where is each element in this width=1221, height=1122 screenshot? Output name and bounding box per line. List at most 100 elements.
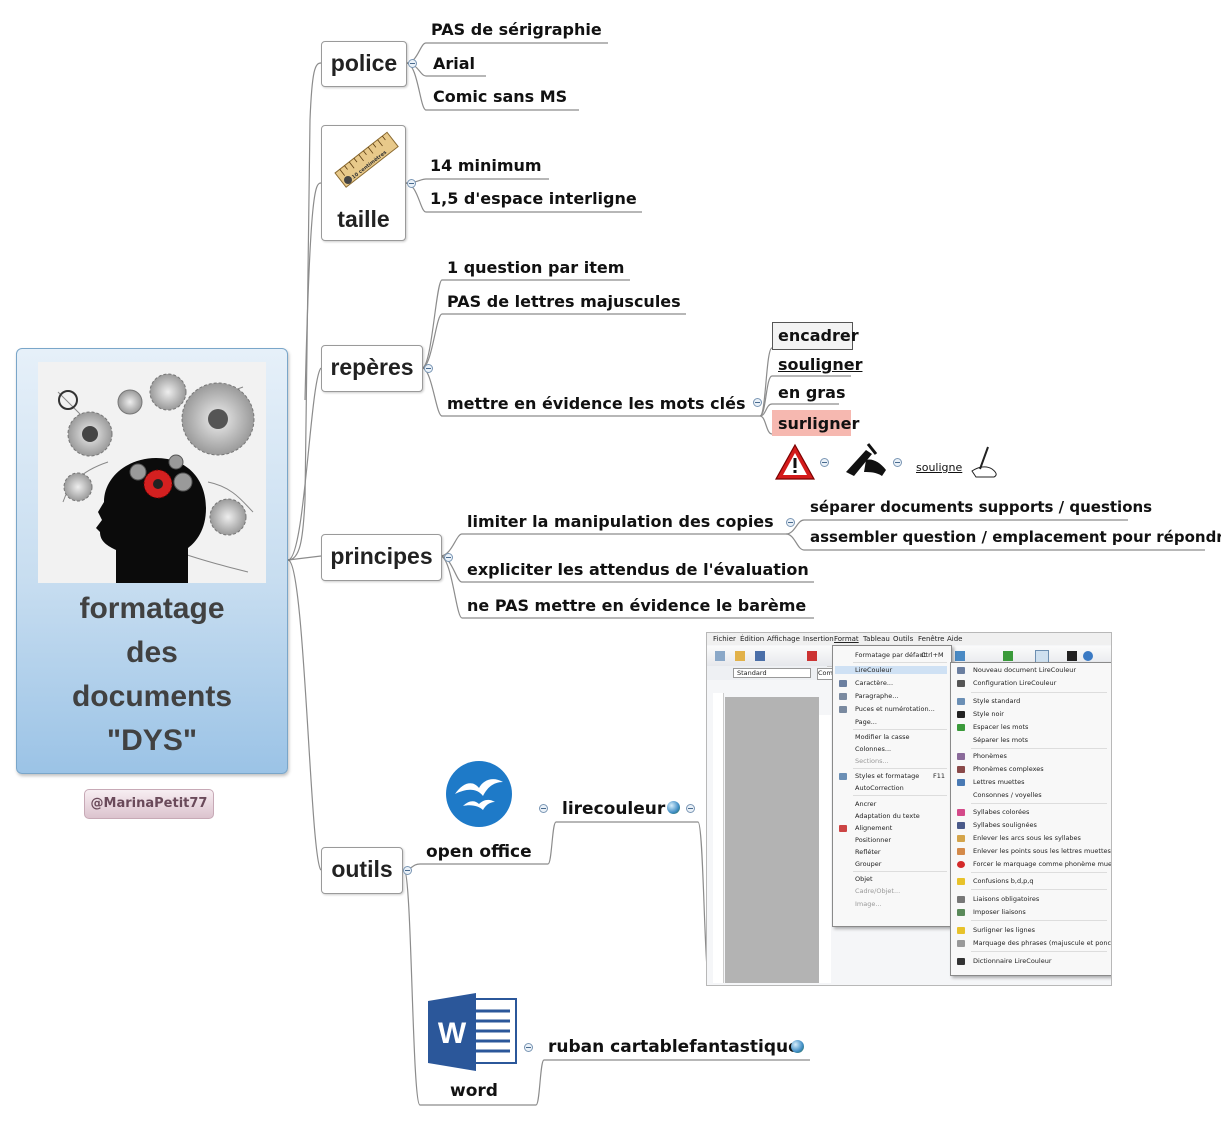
leaf-item[interactable]: limiter la manipulation des copies [467,512,774,531]
toolbar-icon[interactable] [955,651,965,661]
leaf-item-surligner[interactable]: surligner [778,414,860,433]
menu-item[interactable]: Enlever les arcs sous les syllabes [973,834,1081,842]
menu-item[interactable]: Style standard [973,697,1021,705]
menu-item[interactable]: AutoCorrection [855,784,904,792]
menu-item[interactable]: Positionner [855,836,892,844]
collapse-toggle[interactable] [786,518,795,527]
save-icon[interactable] [755,651,765,661]
menu-item[interactable]: Caractère... [855,679,894,687]
collapse-toggle[interactable] [424,364,433,373]
leaf-item-souligner[interactable]: souligner [778,355,863,374]
leaf-item[interactable]: expliciter les attendus de l'évaluation [467,560,809,579]
collapse-toggle[interactable] [753,398,762,407]
globe-link-icon[interactable] [667,801,680,814]
collapse-toggle[interactable] [407,179,416,188]
pdf-icon[interactable] [807,651,817,661]
menu-edition[interactable]: Édition [740,635,765,643]
leaf-item[interactable]: PAS de sérigraphie [431,20,602,39]
new-doc-icon[interactable] [715,651,725,661]
menu-item[interactable]: Consonnes / voyelles [973,791,1042,799]
menu-item[interactable]: Surligner les lignes [973,926,1036,934]
branch-outils[interactable]: outils [321,847,403,894]
collapse-toggle[interactable] [893,458,902,467]
menu-item[interactable]: Enlever les points sous les lettres muet… [973,847,1111,855]
menu-item[interactable]: Image... [855,900,882,908]
collapse-toggle[interactable] [444,553,453,562]
binoculars-icon[interactable] [1067,651,1077,661]
menu-item[interactable]: Syllabes colorées [973,808,1030,816]
menu-item[interactable]: Modifier la casse [855,733,910,741]
menu-item[interactable]: Dictionnaire LireCouleur [973,957,1052,965]
menu-insertion[interactable]: Insertion [803,635,834,643]
menu-item[interactable]: Liaisons obligatoires [973,895,1040,903]
menu-item[interactable]: Nouveau document LireCouleur [973,666,1077,674]
menu-item[interactable]: Phonèmes [973,752,1007,760]
branch-reperes[interactable]: repères [321,345,423,392]
menu-aide[interactable]: Aide [947,635,963,643]
collapse-toggle[interactable] [408,59,417,68]
open-icon[interactable] [735,651,745,661]
leaf-item[interactable]: assembler question / emplacement pour ré… [810,528,1221,546]
branch-taille[interactable]: 10 centimètres taille [321,125,406,241]
menu-tableau[interactable]: Tableau [863,635,890,643]
branch-principes[interactable]: principes [321,534,442,581]
menu-item[interactable]: Sections... [855,757,889,765]
menu-fenetre[interactable]: Fenêtre [918,635,945,643]
leaf-item[interactable]: mettre en évidence les mots clés [447,394,746,413]
tool-link[interactable]: ruban cartablefantastique [548,1037,800,1057]
menu-item[interactable]: Alignement [855,824,893,832]
collapse-toggle[interactable] [539,804,548,813]
central-topic[interactable]: formatage des documents "DYS" [16,348,288,774]
branch-police[interactable]: police [321,41,407,87]
menu-item[interactable]: Configuration LireCouleur [973,679,1057,687]
tool-name[interactable]: word [450,1081,498,1101]
collapse-toggle[interactable] [686,804,695,813]
menu-item-lirecouleur[interactable]: LireCouleur [835,666,947,674]
menu-item[interactable]: Paragraphe... [855,692,899,700]
menu-item[interactable]: Espacer les mots [973,723,1029,731]
menu-affichage[interactable]: Affichage [767,635,800,643]
menu-item[interactable]: Style noir [973,710,1004,718]
menu-item[interactable]: Phonèmes complexes [973,765,1044,773]
leaf-item[interactable]: séparer documents supports / questions [810,498,1153,516]
navigator-icon[interactable] [1083,651,1093,661]
leaf-item[interactable]: 14 minimum [430,156,542,175]
menu-item[interactable]: Page... [855,718,877,726]
menu-item[interactable]: Objet [855,875,873,883]
collapse-toggle[interactable] [524,1043,533,1052]
menu-item[interactable]: Marquage des phrases (majuscule et ponct… [973,939,1112,947]
menu-item[interactable]: Adaptation du texte [855,812,920,820]
menu-item[interactable]: Puces et numérotation... [855,705,935,713]
tool-link[interactable]: lirecouleur [562,799,666,819]
style-select[interactable]: Standard [733,668,811,678]
tool-name[interactable]: open office [426,842,532,862]
menu-item[interactable]: Forcer le marquage comme phonème muet [973,860,1112,868]
menu-item[interactable]: Confusions b,d,p,q [973,877,1034,885]
leaf-item[interactable]: 1,5 d'espace interligne [430,189,637,208]
menu-item[interactable]: Syllabes soulignées [973,821,1037,829]
menu-item[interactable]: Cadre/Objet... [855,887,901,895]
menu-item[interactable]: Colonnes... [855,745,892,753]
leaf-item[interactable]: ne PAS mettre en évidence le barème [467,596,807,615]
menu-item[interactable]: Refléter [855,848,881,856]
leaf-item[interactable]: 1 question par item [447,258,625,277]
menu-item[interactable]: Formatage par défaut [855,651,926,659]
menu-item[interactable]: Grouper [855,860,882,868]
collapse-toggle[interactable] [403,866,412,875]
menu-fichier[interactable]: Fichier [713,635,736,643]
menu-outils[interactable]: Outils [893,635,914,643]
leaf-item[interactable]: PAS de lettres majuscules [447,292,681,311]
leaf-item-en-gras[interactable]: en gras [778,383,846,402]
font-select[interactable]: Com [817,668,833,680]
leaf-item[interactable]: Comic sans MS [433,87,568,106]
menu-item[interactable]: Imposer liaisons [973,908,1026,916]
leaf-item-encadrer[interactable]: encadrer [778,326,859,345]
menu-item[interactable]: Séparer les mots [973,736,1029,744]
menu-item[interactable]: Ancrer [855,800,877,808]
menu-item[interactable]: Styles et formatage [855,772,920,780]
menu-item[interactable]: Lettres muettes [973,778,1025,786]
collapse-toggle[interactable] [820,458,829,467]
toolbar-icon[interactable] [1003,651,1013,661]
menu-format[interactable]: Format [834,635,859,643]
globe-link-icon[interactable] [791,1040,804,1053]
